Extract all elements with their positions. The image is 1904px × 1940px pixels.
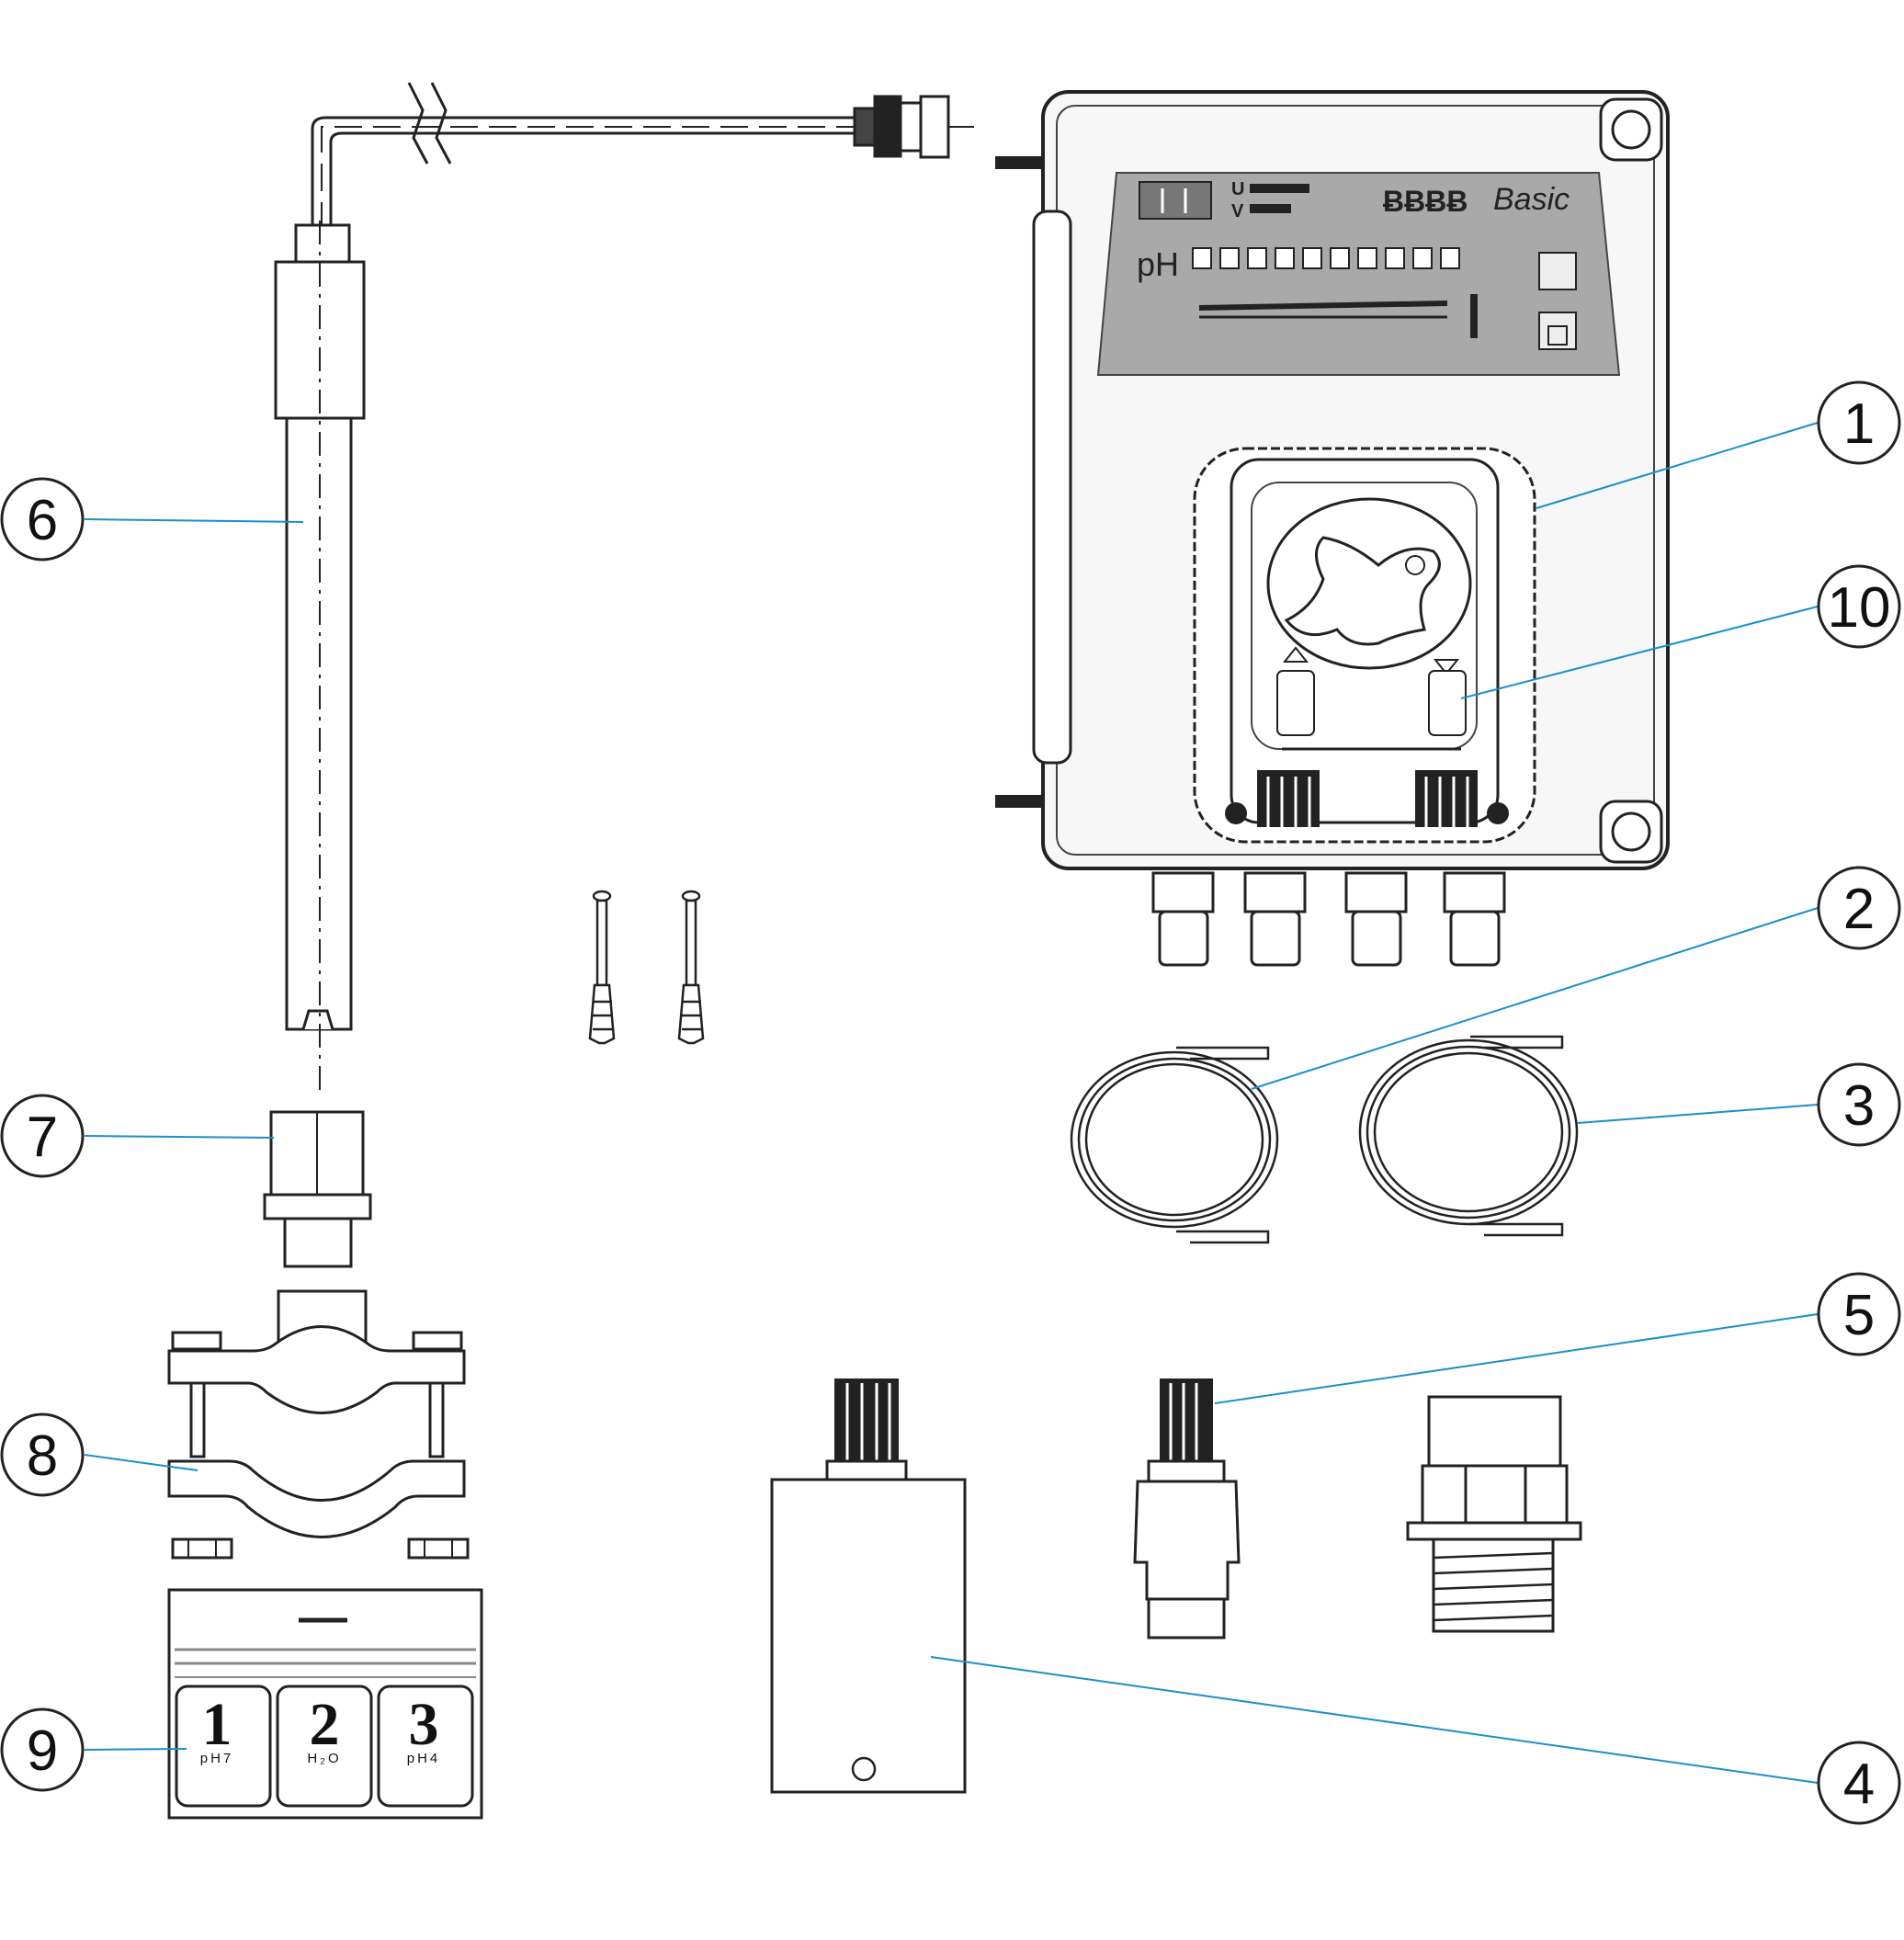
callout-3-label: 3 <box>1843 1074 1875 1138</box>
callout-8-circle <box>0 1412 85 1497</box>
callout-3-circle <box>1817 1062 1901 1147</box>
callout-5-circle <box>1817 1272 1901 1356</box>
callout-2-circle <box>1817 866 1901 950</box>
wall-anchors <box>588 890 705 1045</box>
injection-valve <box>1133 1378 1241 1639</box>
ph-probe <box>274 82 974 1094</box>
leader-lines <box>84 422 1819 1784</box>
leader-10 <box>1460 606 1819 699</box>
callout-4-label: 4 <box>1843 1753 1875 1816</box>
buffer-3-number: 3 <box>409 1691 439 1758</box>
injection-fitting <box>1406 1395 1582 1633</box>
callout-10-circle <box>1817 564 1901 649</box>
callout-7-label: 7 <box>27 1106 58 1169</box>
probe-adapter <box>263 1110 372 1268</box>
buffer-2-number: 2 <box>310 1691 340 1758</box>
brand-script: Basic <box>1493 182 1570 217</box>
buffer-2-sub: H₂O <box>307 1751 341 1766</box>
buffer-3-sub: pH4 <box>407 1751 441 1766</box>
v-panel-label: V <box>1231 201 1244 221</box>
leader-3 <box>1577 1104 1819 1124</box>
ph-panel-label: pH <box>1137 245 1179 283</box>
callout-5-label: 5 <box>1843 1284 1875 1347</box>
leader-8 <box>84 1454 198 1471</box>
callout-10-label: 10 <box>1828 576 1891 640</box>
leader-7 <box>84 1135 275 1139</box>
buffer-1-sub: pH7 <box>200 1751 234 1766</box>
callout-7-circle <box>0 1094 85 1178</box>
leader-2 <box>1251 907 1819 1090</box>
callout-4-circle <box>1817 1741 1901 1825</box>
callout-9-circle <box>0 1707 85 1792</box>
callout-1-circle <box>1817 380 1901 465</box>
tube-coil-a <box>1070 1046 1279 1244</box>
callout-6-circle <box>0 477 85 562</box>
tube-coil-b <box>1358 1035 1579 1237</box>
leader-6 <box>84 518 304 523</box>
leader-9 <box>84 1748 187 1751</box>
buffer-1-number: 1 <box>202 1691 232 1758</box>
brand-logo: ɃɃɃɃ <box>1383 185 1468 218</box>
leader-4 <box>930 1656 1819 1784</box>
dosing-pump-unit <box>995 90 1670 967</box>
callout-2-label: 2 <box>1843 878 1875 941</box>
callout-8-label: 8 <box>27 1424 58 1488</box>
pipe-saddle-clamp <box>167 1289 470 1560</box>
leader-1 <box>1536 422 1819 509</box>
callout-9-label: 9 <box>27 1719 58 1783</box>
callout-1-label: 1 <box>1843 392 1875 456</box>
callout-6-label: 6 <box>27 489 58 552</box>
buffer-solution-set <box>167 1588 483 1820</box>
probe-holder-box <box>770 1378 967 1794</box>
leader-5 <box>1214 1313 1819 1404</box>
u-panel-label: U <box>1231 179 1244 199</box>
